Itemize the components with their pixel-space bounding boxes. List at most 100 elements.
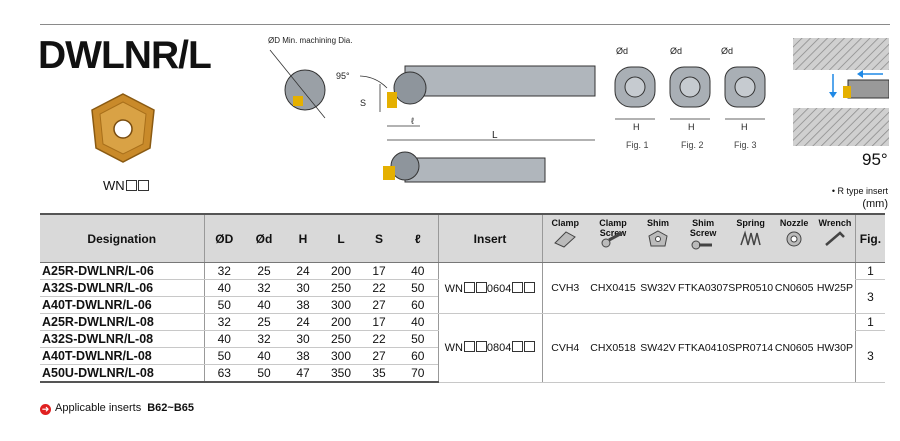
- cell-S: 17: [360, 313, 398, 331]
- header-shim-screw: Shim Screw: [678, 213, 729, 263]
- cell-l: 60: [398, 347, 438, 365]
- spec-table: Designation ØD Ød H L S ℓ Insert Clamp C…: [40, 213, 886, 383]
- table-row: A50U-DWLNR/L-08 63 50 47 350 35 70: [40, 364, 885, 383]
- cell-designation: A40T-DWLNR/L-08: [40, 347, 204, 365]
- screw-icon: [601, 231, 623, 248]
- header-row: Designation ØD Ød H L S ℓ Insert Clamp C…: [40, 213, 886, 263]
- shim-screw-icon: [691, 240, 713, 250]
- section-fig-1: [614, 66, 656, 120]
- s-label: S: [360, 98, 367, 108]
- cell-nozzle: CN0605: [773, 262, 816, 314]
- cell-D: 40: [203, 330, 244, 348]
- cell-nozzle: CN0605: [773, 313, 816, 383]
- cell-S: 35: [360, 364, 398, 383]
- cell-clamp-screw: CHX0518: [588, 313, 638, 383]
- header-wrench: Wrench: [815, 213, 856, 263]
- cross-sections: [614, 66, 766, 120]
- cell-L: 300: [322, 347, 360, 365]
- cell-shim-screw: FTKA0410: [678, 313, 729, 383]
- cell-spring: SPR0510: [728, 262, 774, 314]
- cell-spring: SPR0714: [728, 313, 774, 383]
- cell-d: 40: [244, 296, 284, 314]
- cell-l: 40: [398, 262, 438, 280]
- header-d: Ød: [244, 213, 284, 263]
- cell-wrench: HW30P: [815, 313, 856, 383]
- insert-image: [91, 93, 155, 163]
- cell-D: 32: [203, 262, 244, 280]
- cell-H: 30: [284, 330, 322, 348]
- cell-H: 24: [284, 313, 322, 331]
- cell-shim-screw: FTKA0307: [678, 262, 729, 314]
- l-small-label: ℓ: [411, 116, 414, 126]
- cell-D: 32: [203, 313, 244, 331]
- header-spring: Spring: [728, 213, 774, 263]
- cell-clamp: CVH3: [541, 262, 588, 314]
- cell-fig: 3: [854, 279, 886, 314]
- cell-H: 47: [284, 364, 322, 383]
- header-shim: Shim: [638, 213, 678, 263]
- header-D: ØD: [203, 213, 244, 263]
- page-title: DWLNR/L: [38, 34, 212, 77]
- cell-S: 27: [360, 296, 398, 314]
- header-H: H: [284, 213, 322, 263]
- cell-H: 30: [284, 279, 322, 297]
- cell-D: 50: [203, 296, 244, 314]
- cell-l: 50: [398, 279, 438, 297]
- cell-d: 25: [244, 262, 284, 280]
- clamp-icon: [554, 231, 577, 248]
- cell-designation: A25R-DWLNR/L-08: [40, 313, 204, 331]
- cell-l: 50: [398, 330, 438, 348]
- cell-d: 25: [244, 313, 284, 331]
- table-row: A40T-DWLNR/L-08 50 40 38 300 27 60: [40, 347, 885, 365]
- cell-designation: A32S-DWLNR/L-06: [40, 279, 204, 297]
- header-l: ℓ: [398, 213, 438, 263]
- cell-designation: A32S-DWLNR/L-08: [40, 330, 204, 348]
- header-L: L: [322, 213, 360, 263]
- footer-text: Applicable inserts: [55, 402, 142, 414]
- cell-S: 27: [360, 347, 398, 365]
- cell-clamp-screw: CHX0415: [588, 262, 638, 314]
- cell-l: 70: [398, 364, 438, 383]
- header-nozzle: Nozzle: [773, 213, 816, 263]
- angle-large-label: 95°: [862, 150, 888, 169]
- cell-L: 250: [322, 279, 360, 297]
- header-clamp-screw: Clamp Screw: [588, 213, 638, 263]
- cell-D: 40: [203, 279, 244, 297]
- phi-d-label-3: Ød: [721, 46, 734, 56]
- table-row: A32S-DWLNR/L-08 40 32 30 250 22 50 3: [40, 330, 886, 383]
- cell-d: 32: [244, 279, 284, 297]
- section-fig-3: [724, 66, 766, 120]
- arrow-right-icon: ➜: [40, 404, 51, 415]
- cell-fig: 1: [854, 313, 886, 331]
- header-designation: Designation: [40, 213, 204, 263]
- fig-3-label: Fig. 3: [734, 140, 757, 150]
- cell-D: 63: [203, 364, 244, 383]
- cell-shim: SW32V: [638, 262, 678, 314]
- fig-2-label: Fig. 2: [681, 140, 704, 150]
- cell-fig: 1: [854, 262, 886, 280]
- angle-small-label: 95°: [336, 71, 350, 81]
- cell-H: 38: [284, 296, 322, 314]
- footer-ref: B62~B65: [147, 402, 195, 414]
- cell-designation: A25R-DWLNR/L-06: [40, 262, 204, 280]
- footer: ➜ Applicable inserts B62~B65: [40, 402, 194, 415]
- header-fig: Fig.: [854, 213, 886, 263]
- cell-designation: A50U-DWLNR/L-08: [40, 364, 204, 383]
- section-fig-2: [669, 66, 711, 120]
- shim-icon: [648, 230, 668, 247]
- cell-designation: A40T-DWLNR/L-06: [40, 296, 204, 314]
- cell-L: 250: [322, 330, 360, 348]
- insert-code-label: WN: [103, 178, 149, 193]
- h-label-2: H: [688, 122, 695, 132]
- cell-L: 200: [322, 313, 360, 331]
- cell-wrench: HW25P: [815, 262, 856, 314]
- cell-S: 22: [360, 330, 398, 348]
- h-label-1: H: [633, 122, 640, 132]
- header-insert: Insert: [437, 213, 543, 263]
- cell-d: 40: [244, 347, 284, 365]
- fig-1-label: Fig. 1: [626, 140, 649, 150]
- phi-d-label-1: Ød: [616, 46, 629, 56]
- cell-L: 350: [322, 364, 360, 383]
- unit-label: (mm): [862, 198, 888, 210]
